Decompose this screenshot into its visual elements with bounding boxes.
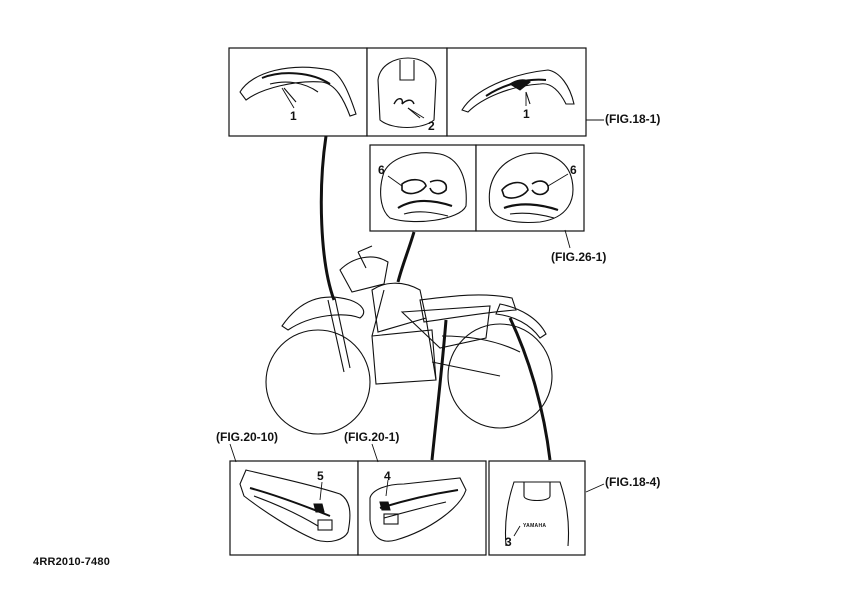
fork-2 — [334, 297, 351, 369]
leader-fig26-1 — [396, 231, 416, 283]
fig-18-1-panels — [228, 47, 587, 137]
rear-wheel — [447, 323, 553, 429]
panel-side-cover-left — [229, 460, 359, 556]
leader-fig20 — [430, 319, 448, 461]
callout-6-tank-left: 6 — [378, 163, 385, 177]
fig-26-1-panels — [369, 144, 585, 232]
side-cover-right-drawing — [369, 477, 467, 542]
front-fender-emblem-drawing — [377, 57, 437, 129]
callout-1-front-fender-right: 1 — [523, 107, 530, 121]
tank-right-drawing — [488, 152, 574, 224]
fig-18-4-panel — [488, 460, 586, 556]
headlight-cowl — [339, 256, 389, 293]
fig-ref-18-1: (FIG.18-1) — [605, 112, 661, 126]
callout-4-side-cover-right: 4 — [384, 469, 391, 483]
callout-1-front-fender-left: 1 — [290, 109, 297, 123]
drawing-code: 4RR2010-7480 — [33, 556, 111, 568]
callout-3-rear-fender: 3 — [505, 535, 512, 549]
panel-tank-left — [369, 144, 477, 232]
frame-line — [371, 289, 437, 381]
callout-6-tank-right: 6 — [570, 163, 577, 177]
front-wheel — [265, 329, 371, 435]
rear-fender-shape — [495, 303, 547, 339]
exhaust — [441, 335, 521, 353]
tank-left-drawing — [380, 152, 467, 223]
front-fender-shape — [281, 296, 365, 331]
fuel-tank — [371, 282, 427, 333]
rear-fender-drawing — [504, 481, 570, 547]
fig-ref-26-1: (FIG.26-1) — [551, 250, 607, 264]
fork — [327, 299, 345, 373]
leader-fig18-1 — [319, 135, 336, 301]
panel-front-fender-left — [228, 47, 368, 137]
side-cover-on-bike — [400, 305, 491, 349]
panel-tank-right — [475, 144, 585, 232]
front-fender-left-drawing — [239, 66, 357, 117]
fig-ref-20-10: (FIG.20-10) — [216, 430, 279, 444]
callout-leaders — [229, 87, 605, 537]
side-cover-left-drawing — [239, 469, 351, 543]
engine-block — [371, 329, 437, 385]
seat — [419, 294, 517, 323]
handlebar — [357, 245, 373, 269]
front-fender-right-drawing — [461, 69, 575, 113]
fig-ref-18-4: (FIG.18-4) — [605, 475, 661, 489]
yamaha-brand-mark: YAMAHA — [523, 523, 547, 529]
panel-rear-fender — [488, 460, 586, 556]
fig-ref-20-1: (FIG.20-1) — [344, 430, 400, 444]
panel-front-fender-right — [446, 47, 587, 137]
motorcycle-outline — [265, 245, 553, 435]
leader-lines — [319, 135, 552, 461]
leader-fig18-4 — [508, 317, 552, 461]
callout-5-side-cover-left: 5 — [317, 469, 324, 483]
callout-2-emblem: 2 — [428, 119, 435, 133]
panel-front-fender-emblem — [366, 47, 448, 137]
